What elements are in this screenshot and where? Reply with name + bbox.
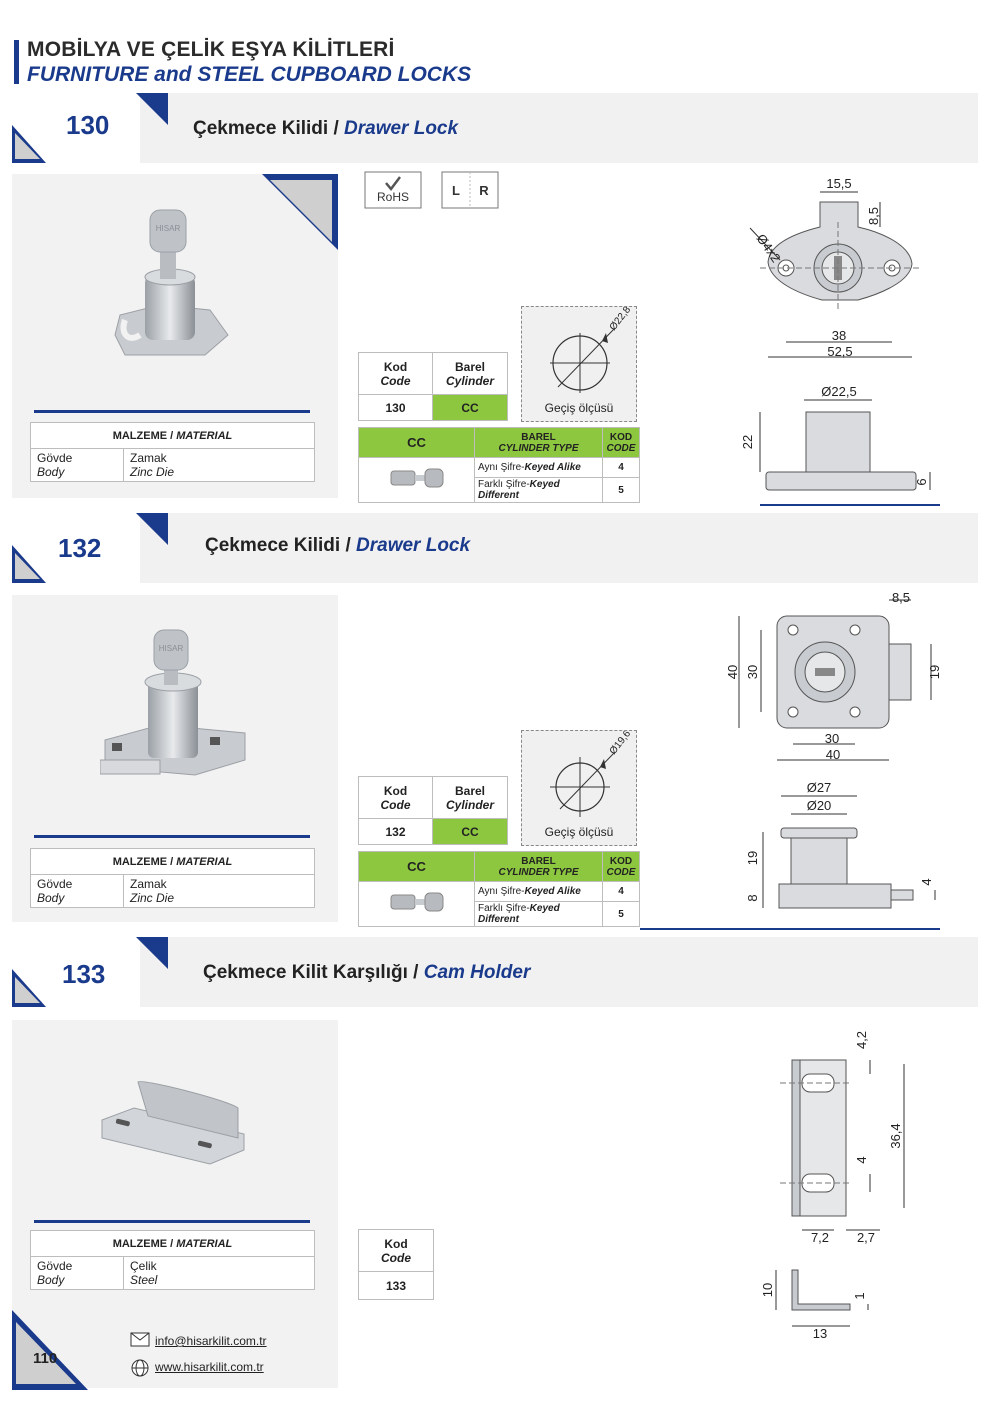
band-corner-icon <box>12 513 168 583</box>
svg-text:13: 13 <box>813 1326 827 1341</box>
page-number: 110 <box>33 1350 58 1367</box>
product-133-band <box>140 937 978 1007</box>
globe-icon <box>131 1359 149 1377</box>
cylinder-key-icon <box>390 468 443 487</box>
product-number: 132 <box>58 533 102 563</box>
geometry-box: Ø22,8 Geçiş ölçüsü <box>521 306 637 422</box>
left-right-badge-icon: L R <box>441 171 499 209</box>
svg-text:1: 1 <box>852 1292 867 1299</box>
email-icon <box>130 1332 150 1347</box>
product-photo-panel <box>12 1020 338 1388</box>
svg-text:Ø20: Ø20 <box>807 798 832 813</box>
product-130-band <box>140 93 978 163</box>
svg-text:36,4: 36,4 <box>888 1123 903 1148</box>
website-link[interactable]: www.hisarkilit.com.tr <box>155 1360 264 1374</box>
material-divider <box>34 410 310 413</box>
technical-drawing-133: 4,2 36,4 4 7,2 2,7 10 1 13 <box>760 1031 905 1341</box>
product-132-band <box>140 513 978 583</box>
drawer-lock-130-photo: HISAR <box>114 209 229 356</box>
svg-text:40: 40 <box>826 747 840 762</box>
geometry-label: Geçiş ölçüsü <box>544 401 614 415</box>
drawer-lock-132-photo: HISAR <box>100 629 246 776</box>
email-link[interactable]: info@hisarkilit.com.tr <box>155 1334 267 1348</box>
product-name-tr: Çekmece Kilit Karşılığı <box>203 962 408 983</box>
band-corner-icon <box>12 937 168 1007</box>
svg-text:Ø22,8: Ø22,8 <box>608 307 634 333</box>
svg-text:8: 8 <box>745 894 760 901</box>
svg-text:4: 4 <box>919 878 934 885</box>
svg-text:HISAR: HISAR <box>156 224 181 233</box>
header-accent-bar <box>14 40 19 84</box>
band-corner-icon <box>12 93 168 163</box>
svg-text:RoHS: RoHS <box>377 190 409 204</box>
svg-text:8,5: 8,5 <box>866 207 881 225</box>
svg-text:52,5: 52,5 <box>827 344 852 359</box>
svg-text:L: L <box>452 183 460 198</box>
svg-text:Ø27: Ø27 <box>807 780 832 795</box>
title-separator: / <box>407 962 424 983</box>
svg-text:4,2: 4,2 <box>854 1031 869 1049</box>
geometry-label: Geçiş ölçüsü <box>544 825 614 839</box>
footer-corner-icon <box>12 1310 88 1390</box>
svg-text:4: 4 <box>854 1156 869 1163</box>
svg-text:30: 30 <box>825 731 839 746</box>
svg-text:HISAR: HISAR <box>159 644 184 653</box>
cutout-circle-icon: Ø22,8 <box>550 307 634 393</box>
svg-text:19: 19 <box>927 665 942 679</box>
title-separator: / <box>328 118 345 139</box>
title-separator: / <box>340 535 357 556</box>
product-title: Çekmece Kilidi / Drawer Lock <box>193 118 458 140</box>
technical-drawing-132: 8,5 40 30 19 30 40 Ø27 Ø20 19 8 4 <box>725 590 942 909</box>
svg-text:Ø22,5: Ø22,5 <box>821 384 856 399</box>
geometry-box: Ø19,6 Geçiş ölçüsü <box>521 730 637 846</box>
rohs-badge-icon: RoHS <box>364 171 422 209</box>
technical-drawing-130: 15,5 8,5 Ø4x2 38 52,5 Ø22,5 22 6 <box>740 176 940 506</box>
material-divider <box>34 835 310 838</box>
cutout-circle-icon: Ø19,6 <box>550 731 634 817</box>
product-name-tr: Çekmece Kilidi <box>193 118 329 139</box>
svg-text:30: 30 <box>745 665 760 679</box>
svg-text:22: 22 <box>740 435 755 449</box>
panel-corner-icon <box>262 174 338 250</box>
cam-holder-133-photo <box>101 1081 245 1165</box>
svg-text:8,5: 8,5 <box>892 590 910 605</box>
svg-text:6: 6 <box>914 478 929 485</box>
page-title-tr: MOBİLYA VE ÇELİK EŞYA KİLİTLERİ <box>27 38 395 61</box>
product-title: Çekmece Kilit Karşılığı / Cam Holder <box>203 962 530 984</box>
svg-text:15,5: 15,5 <box>826 176 851 191</box>
svg-text:38: 38 <box>832 328 846 343</box>
svg-text:40: 40 <box>725 665 740 679</box>
product-name-en: Drawer Lock <box>356 535 471 556</box>
product-name-en: Drawer Lock <box>344 118 459 139</box>
section-divider <box>640 928 940 930</box>
page-title-en: FURNITURE and STEEL CUPBOARD LOCKS <box>27 63 472 86</box>
product-title: Çekmece Kilidi / Drawer Lock <box>205 535 470 557</box>
material-divider <box>34 1220 310 1223</box>
product-name-tr: Çekmece Kilidi <box>205 535 341 556</box>
product-number: 133 <box>62 959 106 989</box>
svg-text:10: 10 <box>760 1283 775 1297</box>
svg-text:7,2: 7,2 <box>811 1230 829 1245</box>
svg-text:Ø19,6: Ø19,6 <box>608 731 634 757</box>
product-name-en: Cam Holder <box>423 962 531 983</box>
cylinder-key-icon <box>390 892 443 911</box>
product-number: 130 <box>66 110 110 140</box>
svg-text:19: 19 <box>745 851 760 865</box>
svg-text:R: R <box>479 183 489 198</box>
svg-text:2,7: 2,7 <box>857 1230 875 1245</box>
